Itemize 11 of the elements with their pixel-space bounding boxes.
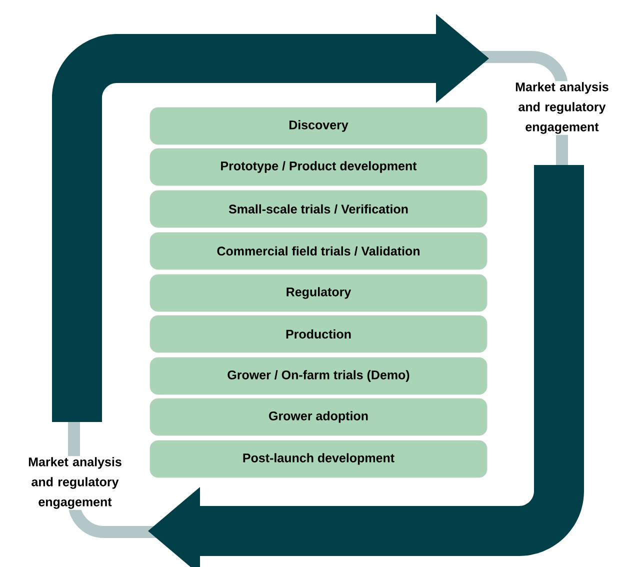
stage-box: Commercial field trials / Validation <box>150 232 488 270</box>
stage-box: Prototype / Product development <box>150 148 488 186</box>
stage-box: Discovery <box>150 107 488 145</box>
side-label: Market analysis and regulatory engagement <box>505 81 619 135</box>
stage-box: Regulatory <box>150 274 488 312</box>
stage-box: Post-launch development <box>150 440 488 478</box>
stage-box: Grower adoption <box>150 398 488 436</box>
stage-box: Production <box>150 315 488 353</box>
stage-box: Grower / On-farm trials (Demo) <box>150 357 488 395</box>
stage-box: Small-scale trials / Verification <box>150 190 488 228</box>
side-label: Market analysis and regulatory engagement <box>18 456 132 510</box>
